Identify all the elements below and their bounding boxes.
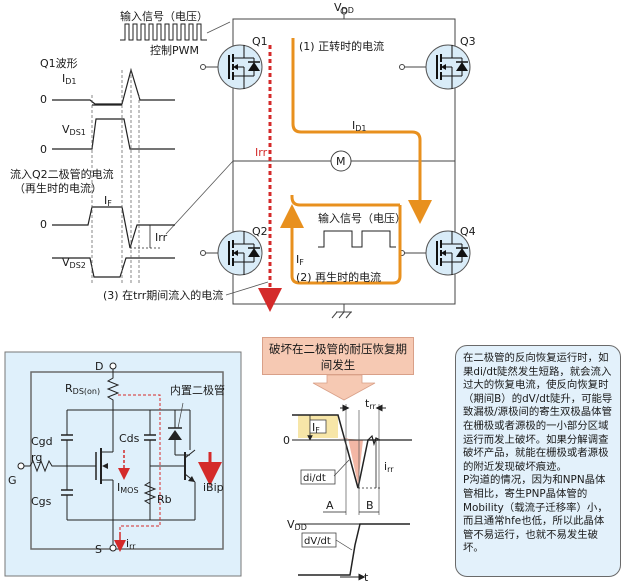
rds-label: RDS(on): [65, 382, 100, 396]
q3-label: Q3: [460, 35, 476, 48]
explanation-paragraph-2: P沟道的情况，因为和NPN晶体管相比，寄生PNP晶体管的Mobility（载流子…: [463, 474, 608, 555]
pwm-label: 控制PWM: [150, 43, 199, 57]
didt-label: di/dt: [303, 473, 326, 484]
id1-label: ID1: [352, 119, 367, 133]
period-b-label: B: [366, 499, 374, 512]
zero-label-3: 0: [40, 218, 47, 231]
explanation-paragraph-1: 在二极管的反向恢复运行时，如果di/dt陡然发生短路，就会流入过大的恢复电流，使…: [463, 352, 613, 473]
cds-label: Cds: [119, 432, 140, 445]
irr-recovery-label: irr: [384, 460, 394, 474]
input-signal-mid-label: 输入信号（电压）: [318, 211, 406, 225]
builtin-diode-label: 内置二极管: [170, 383, 225, 397]
irr-model-label: irr: [126, 537, 136, 551]
if-label: IF: [296, 253, 304, 267]
waveform-panel: Q1波形 ID1 0 VDS1 0 流入Q2二极管的电流 （再生时的电流） IF…: [10, 57, 175, 285]
q3-transistor-icon: [425, 44, 471, 90]
h-bridge-circuit: [120, 7, 471, 319]
mosfet-model-panel: D S G RDS(on) 内置二极管 Cgd rg Cgs Cds Rb IM…: [4, 351, 242, 577]
zero-label-2: 0: [40, 143, 47, 156]
drain-label: D: [95, 360, 103, 373]
irr-wave-label: Irr: [155, 231, 168, 244]
vdd-recovery-label: VDD: [287, 518, 307, 532]
id1-wave-label: ID1: [62, 72, 77, 86]
dvdt-label: dV/dt: [304, 536, 331, 547]
q2-current-title-1: 流入Q2二极管的电流: [10, 167, 114, 181]
q1-label: Q1: [252, 35, 268, 48]
time-axis-label: t: [364, 571, 369, 583]
q1-transistor-icon: [217, 44, 263, 90]
warning-banner: 破坏在二极管的耐压恢复期间发生: [262, 337, 414, 375]
zero-recovery-label: 0: [283, 434, 290, 447]
q2-label: Q2: [252, 225, 268, 238]
q1-wave-title: Q1波形: [40, 57, 78, 70]
source-label: S: [95, 543, 102, 556]
path2-label: (2) 再生时的电流: [296, 270, 381, 284]
cgd-label: Cgd: [31, 435, 53, 448]
motor-label: M: [336, 155, 346, 168]
path3-label: (3) 在trr期间流入的电流: [103, 288, 223, 302]
rb-label: Rb: [157, 493, 172, 506]
if-wave-label: IF: [104, 194, 112, 208]
vdd-label: VDD: [334, 1, 354, 15]
trr-label: trr: [365, 397, 376, 411]
top-labels: 输入信号（电压） 控制PWM VDD Q1 Q2 Q3 Q4 (1) 正转时的电…: [103, 1, 476, 302]
zero-label-1: 0: [40, 93, 47, 106]
q2-current-title-2: （再生时的电流）: [14, 181, 102, 195]
q4-label: Q4: [460, 225, 476, 238]
cgs-label: Cgs: [31, 495, 52, 508]
input-signal-label: 输入信号（电压）: [120, 9, 208, 23]
vds1-wave-label: VDS1: [62, 123, 86, 137]
imos-label: IMOS: [117, 481, 139, 495]
ibip-label: iBip: [203, 481, 224, 494]
rg-label: rg: [31, 451, 42, 464]
explanation-callout: 在二极管的反向恢复运行时，如果di/dt陡然发生短路，就会流入过大的恢复电流，使…: [455, 345, 621, 577]
vds2-wave-label: VDS2: [62, 256, 86, 270]
recovery-waveform: trr IF 0 di/dt irr A B VDD dV/dt t: [283, 374, 412, 583]
if-recovery-label: IF: [312, 421, 320, 435]
path1-label: (1) 正转时的电流: [299, 39, 384, 53]
irr-red-label: Irr: [255, 146, 268, 159]
period-a-label: A: [326, 499, 334, 512]
gate-label: G: [8, 474, 17, 487]
